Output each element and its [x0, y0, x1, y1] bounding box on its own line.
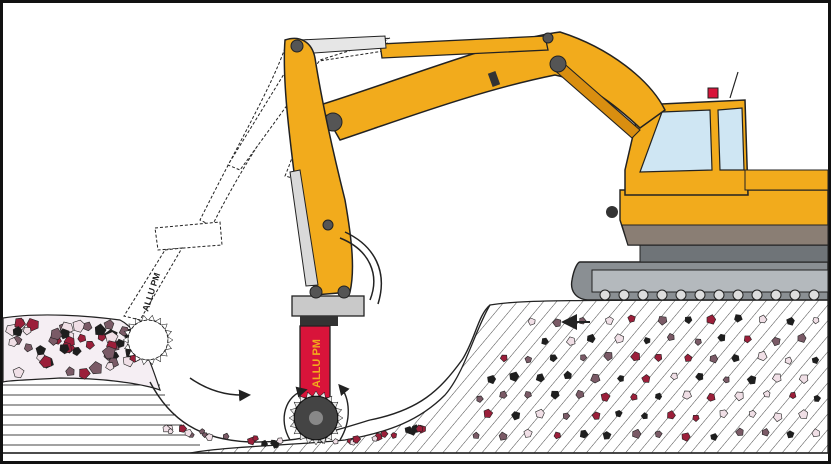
track-roller	[676, 290, 686, 300]
track-roller	[657, 290, 667, 300]
track-roller	[752, 290, 762, 300]
track-roller	[790, 290, 800, 300]
track-roller	[714, 290, 724, 300]
track-roller	[600, 290, 610, 300]
track-roller	[809, 290, 819, 300]
track-roller	[733, 290, 743, 300]
track-roller	[771, 290, 781, 300]
track-roller	[638, 290, 648, 300]
track-roller	[695, 290, 705, 300]
cab-side-window	[718, 108, 744, 170]
attachment-label: ALLU PM	[311, 339, 323, 388]
track-roller	[619, 290, 629, 300]
